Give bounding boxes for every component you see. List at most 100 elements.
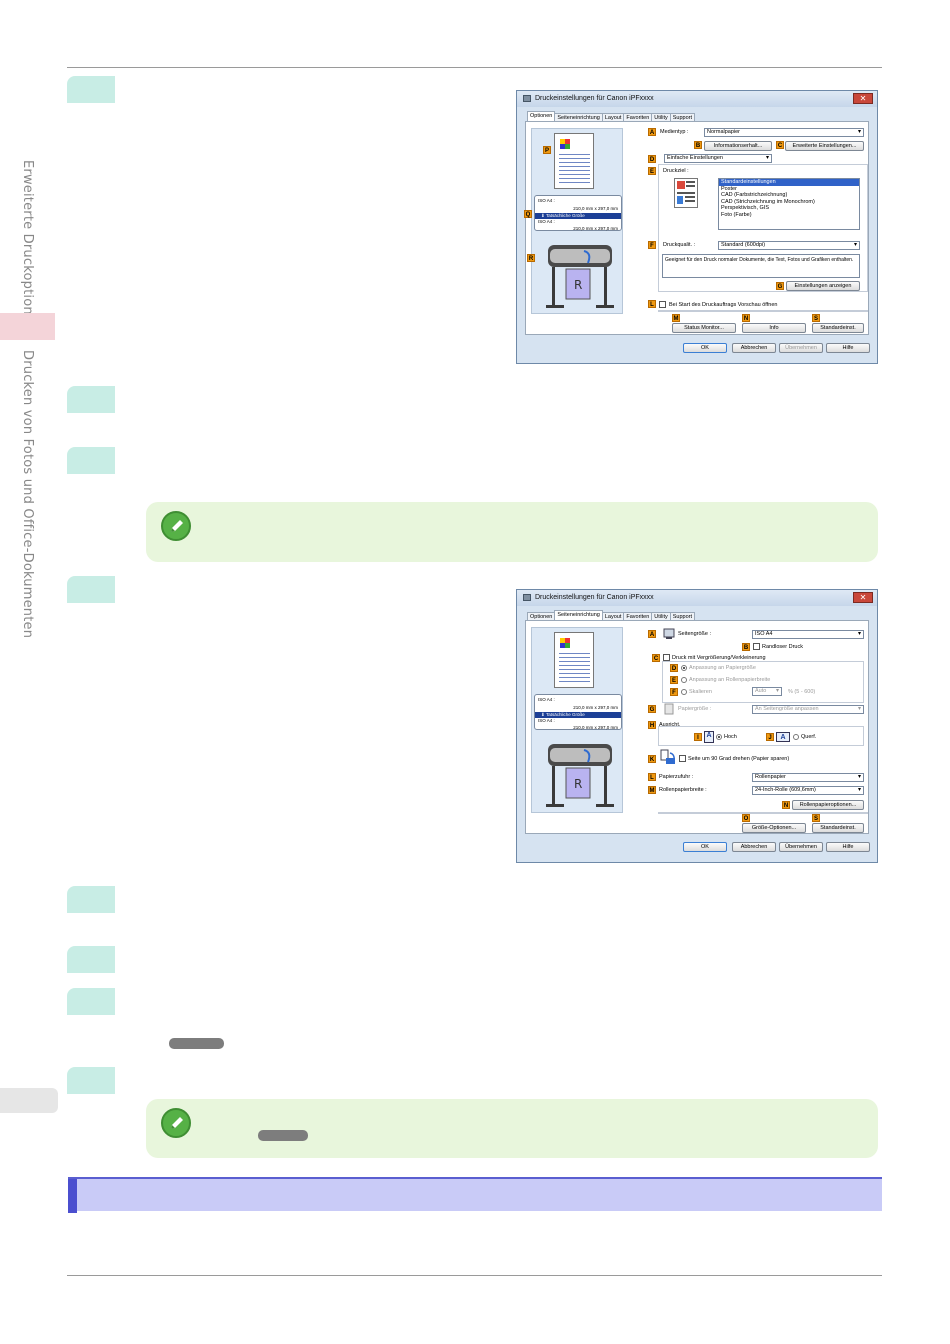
scaling-checkbox[interactable] xyxy=(663,654,670,661)
label-a: A xyxy=(648,630,656,638)
document-thumbnail-icon xyxy=(674,178,698,208)
portrait-icon: A xyxy=(704,731,714,743)
print-settings-dialog-page-setup: Druckeinstellungen für Canon iPFxxxx ✕ O… xyxy=(516,589,878,863)
portrait-label: Hoch xyxy=(724,734,737,740)
roll-width-select[interactable]: 24-Inch-Rolle (609,6mm) xyxy=(752,786,864,795)
mode-select[interactable]: Einfache Einstellungen xyxy=(664,154,772,163)
seitengroesse-label: Seitengröße : xyxy=(678,631,712,637)
preview-panel: ISO A4 : 210,0 mm x 297,0 mm ⬇ Tatsächli… xyxy=(531,128,623,314)
ok-button[interactable]: OK xyxy=(683,343,727,353)
scale-input[interactable]: Auto xyxy=(752,687,782,696)
paper-size-icon xyxy=(664,703,674,715)
rotate-checkbox[interactable] xyxy=(679,755,686,762)
section-accent xyxy=(68,1179,77,1213)
fit-roll-label: Anpassung an Rollenpapierbreite xyxy=(689,677,771,683)
apply-button[interactable]: Übernehmen xyxy=(779,842,823,852)
printer-illustration-icon: R xyxy=(546,245,614,308)
photo-thumb-icon xyxy=(560,139,570,149)
landscape-radio[interactable] xyxy=(793,734,799,740)
help-button[interactable]: Hilfe xyxy=(826,842,870,852)
actual-size-bar: ⬇ Tatsächliche Größe xyxy=(535,213,621,219)
photo-thumb-icon xyxy=(560,638,570,648)
list-item[interactable]: CAD (Strichzeichnung im Monochrom) xyxy=(721,198,815,205)
info-button[interactable]: Info xyxy=(742,323,806,333)
help-button[interactable]: Hilfe xyxy=(826,343,870,353)
show-settings-button[interactable]: Einstellungen anzeigen xyxy=(786,281,860,291)
paper-source-label: Papierzufuhr : xyxy=(659,774,694,780)
list-item[interactable]: Poster xyxy=(721,185,737,192)
size-top-dims: 210,0 mm x 297,0 mm xyxy=(573,705,618,710)
paper-source-select[interactable]: Rollenpapier xyxy=(752,773,864,782)
page-preview xyxy=(554,632,594,688)
scale-radio[interactable] xyxy=(681,689,687,695)
list-item[interactable]: Standardeinstellungen xyxy=(719,179,859,186)
list-item[interactable]: CAD (Farbstrichzeichnung) xyxy=(721,192,788,198)
size-top: ISO A4 : xyxy=(538,198,555,203)
borderless-label: Randloser Druck xyxy=(762,644,803,650)
label-l: L xyxy=(648,300,656,308)
advanced-settings-button[interactable]: Erweiterte Einstellungen... xyxy=(785,141,864,151)
portrait-radio[interactable] xyxy=(716,734,722,740)
page-number-tab xyxy=(0,1088,58,1113)
printer-illustration-icon: R xyxy=(546,744,614,807)
rotate-page-icon xyxy=(660,749,675,764)
label-p: P xyxy=(543,146,551,154)
print-settings-dialog-options: Druckeinstellungen für Canon iPFxxxx ✕ O… xyxy=(516,90,878,364)
label-e: E xyxy=(670,676,678,684)
cancel-button[interactable]: Abbrechen xyxy=(732,842,776,852)
label-j: J xyxy=(766,733,774,741)
close-button[interactable]: ✕ xyxy=(853,592,873,603)
defaults-button[interactable]: Standardeinst. xyxy=(812,323,864,333)
actual-size-label: Tatsächliche Größe xyxy=(545,712,585,717)
label-g: G xyxy=(648,705,656,713)
size-options-button[interactable]: Größe-Optionen... xyxy=(742,823,806,833)
status-monitor-button[interactable]: Status Monitor... xyxy=(672,323,736,333)
ok-button[interactable]: OK xyxy=(683,842,727,852)
step-marker-1 xyxy=(67,76,115,103)
reference-link[interactable] xyxy=(169,1038,224,1049)
druckziel-list[interactable]: Standardeinstellungen Poster CAD (Farbst… xyxy=(718,178,860,230)
label-d: D xyxy=(648,155,656,163)
label-e: E xyxy=(648,167,656,175)
dialog-title: Druckeinstellungen für Canon iPFxxxx xyxy=(535,95,654,102)
info-retrieval-button[interactable]: Informationserhalt... xyxy=(704,141,772,151)
reference-link[interactable] xyxy=(258,1130,308,1141)
orientation-label: Ausricht. xyxy=(659,722,681,728)
list-item[interactable]: Perspektivisch, GIS xyxy=(721,205,769,211)
borderless-checkbox[interactable] xyxy=(753,643,760,650)
size-top-dims: 210,0 mm x 297,0 mm xyxy=(573,206,618,211)
top-rule xyxy=(67,67,882,68)
label-c: C xyxy=(776,141,784,149)
dialog-titlebar: Druckeinstellungen für Canon iPFxxxx ✕ xyxy=(517,590,877,606)
label-m: M xyxy=(672,314,680,322)
cancel-button[interactable]: Abbrechen xyxy=(732,343,776,353)
defaults-button[interactable]: Standardeinst. xyxy=(812,823,864,833)
close-button[interactable]: ✕ xyxy=(853,93,873,104)
fit-paper-radio[interactable] xyxy=(681,665,687,671)
svg-text:R: R xyxy=(574,278,582,292)
preview-checkbox[interactable] xyxy=(659,301,666,308)
printer-icon xyxy=(523,95,531,102)
label-h: H xyxy=(648,721,656,729)
apply-button[interactable]: Übernehmen xyxy=(779,343,823,353)
pencil-note-icon xyxy=(161,1108,191,1138)
label-o: O xyxy=(742,814,750,822)
druckqualitaet-select[interactable]: Standard (600dpi) xyxy=(718,241,860,250)
roll-width-label: Rollenpapierbreite : xyxy=(659,787,707,793)
bottom-rule xyxy=(67,1275,882,1276)
label-i: I xyxy=(694,733,702,741)
roll-options-button[interactable]: Rollenpapieroptionen... xyxy=(792,800,864,810)
paper-size-select[interactable]: An Seitengröße anpassen xyxy=(752,705,864,714)
step-marker-6 xyxy=(67,946,115,973)
size-bottom-dims: 210,0 mm x 297,0 mm xyxy=(573,725,618,730)
label-r: R xyxy=(527,254,535,262)
fit-roll-radio[interactable] xyxy=(681,677,687,683)
list-item[interactable]: Foto (Farbe) xyxy=(721,211,752,218)
step-marker-2 xyxy=(67,386,115,413)
separator xyxy=(658,310,868,312)
svg-text:R: R xyxy=(574,777,582,791)
scaling-label: Druck mit Vergrößerung/Verkleinerung xyxy=(672,655,766,661)
seitengroesse-select[interactable]: ISO A4 xyxy=(752,630,864,639)
medientyp-select[interactable]: Normalpapier xyxy=(704,128,864,137)
